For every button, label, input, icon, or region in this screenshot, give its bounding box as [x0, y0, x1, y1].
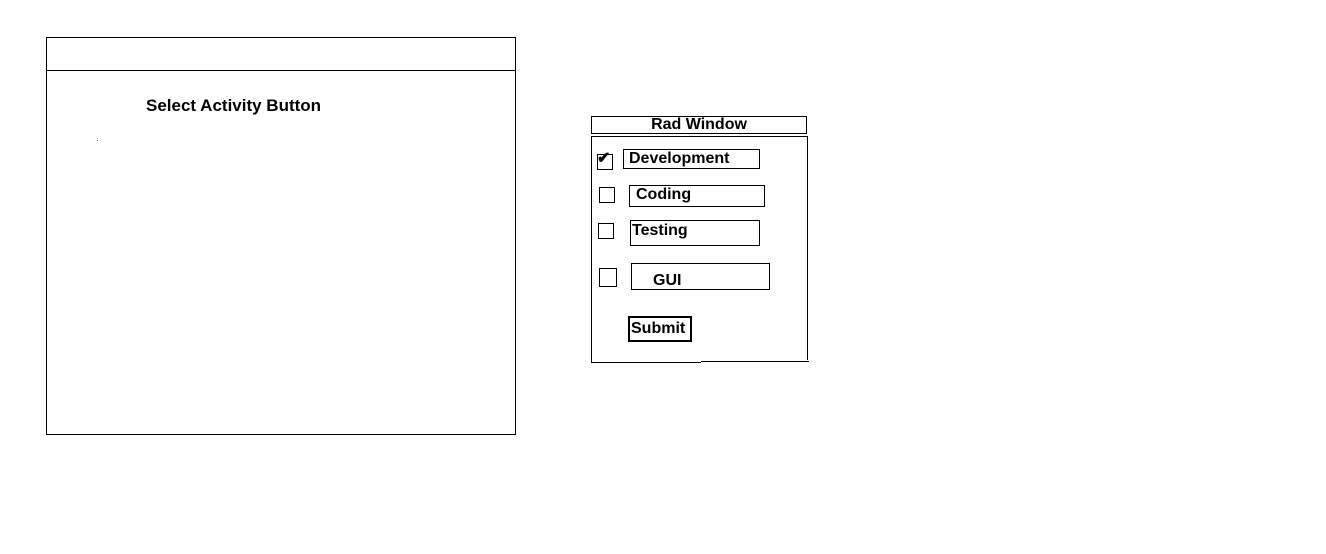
stray-dot — [97, 140, 98, 141]
panel-heading: Select Activity Button — [146, 96, 322, 115]
submit-button[interactable]: Submit — [628, 316, 692, 342]
option-label-development: Development — [623, 149, 760, 169]
activity-panel: Select Activity Button — [46, 37, 516, 435]
rad-window-title: Rad Window — [591, 116, 807, 134]
option-label-testing: Testing — [630, 220, 760, 246]
checkbox-testing[interactable] — [598, 223, 614, 239]
panel-title-bar — [46, 38, 516, 71]
option-label-coding: Coding — [629, 185, 765, 207]
checkbox-gui[interactable] — [599, 268, 617, 287]
checkbox-development[interactable]: ✔ — [597, 150, 613, 170]
option-label-gui: GUI — [631, 263, 770, 290]
rad-window-body — [591, 136, 809, 363]
checkmark-icon: ✔ — [597, 150, 611, 167]
checkbox-coding[interactable] — [599, 187, 615, 203]
